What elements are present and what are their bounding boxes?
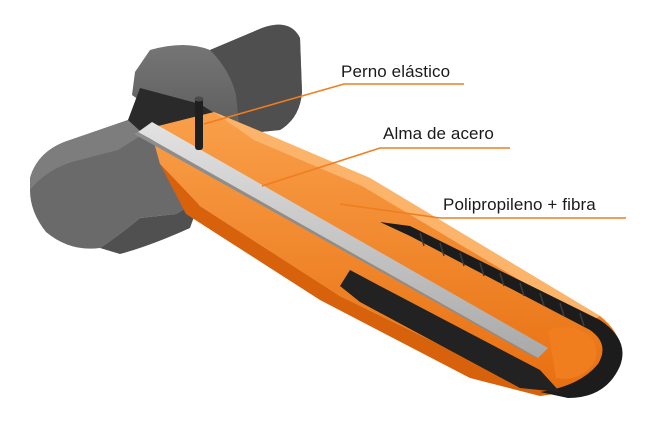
- pin-leader-line: [203, 83, 464, 125]
- leader-lines: [203, 83, 626, 219]
- handle-body: [150, 112, 620, 396]
- elastic-pin: [194, 96, 204, 150]
- handle-leader-line: [339, 203, 626, 219]
- core-leader-line: [261, 147, 510, 187]
- label-core: Alma de acero: [383, 124, 494, 143]
- label-handle: Polipropileno + fibra: [443, 195, 596, 214]
- label-pin: Perno elástico: [341, 62, 451, 81]
- handle-grip: [340, 222, 623, 398]
- steel-core: [134, 122, 548, 358]
